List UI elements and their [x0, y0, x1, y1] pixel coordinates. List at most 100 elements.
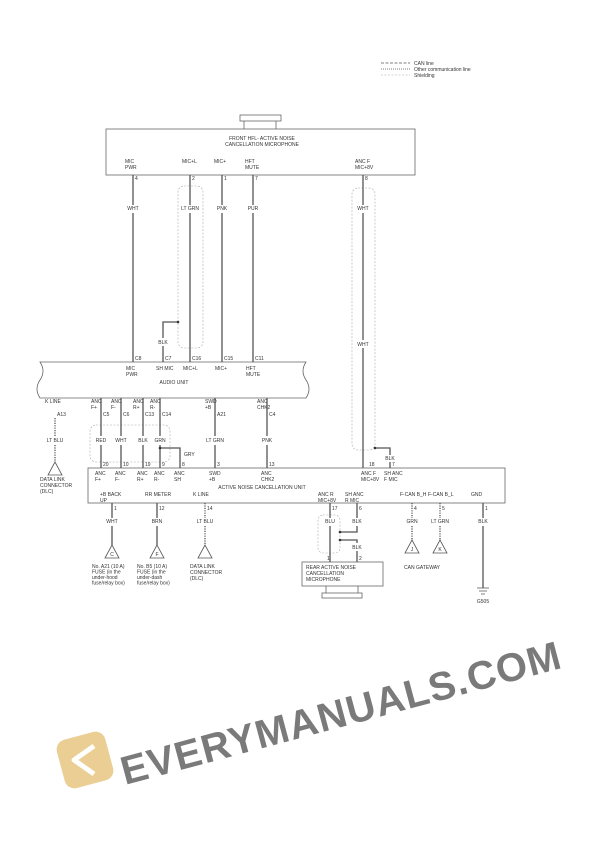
pin-number: 14	[207, 506, 213, 512]
pin-number: 5	[442, 506, 445, 512]
connector-letter: J	[411, 547, 414, 553]
pin-number: 3	[217, 462, 220, 468]
junction-dot	[338, 530, 342, 534]
wire-color: LT GRN	[206, 438, 224, 444]
pin-number: 4	[414, 506, 417, 512]
wire-color: PNK	[217, 206, 228, 212]
audio-unit	[36, 361, 310, 399]
pin-label: SH MIC	[156, 366, 174, 372]
pin-label: ANC	[91, 399, 102, 405]
pin-number: C6	[123, 412, 130, 418]
pin-label: MIC+L	[182, 159, 197, 165]
wire	[340, 539, 358, 543]
connector-triangle	[432, 539, 448, 554]
wire-color: BRN	[152, 519, 163, 525]
pin-label: ANC	[133, 399, 144, 405]
dlc-label: (DLC)	[190, 576, 204, 582]
pin-label: ANC	[95, 471, 106, 477]
pin-number: 9	[162, 462, 165, 468]
pin-label: F-	[111, 405, 116, 411]
pin-label: +B	[205, 405, 212, 411]
pin-label: R+	[133, 405, 140, 411]
pin-number: C13	[145, 412, 154, 418]
wire-color: BLK	[352, 519, 362, 525]
pin-label: SWD	[209, 471, 221, 477]
pin-label: HFT	[246, 366, 256, 372]
pin-label: ANC F	[355, 159, 370, 165]
junction-dot	[176, 320, 180, 324]
pin-label: SH	[174, 477, 181, 483]
wire	[160, 447, 181, 468]
pin-label: ANC	[154, 471, 165, 477]
pin-label: K LINE	[193, 492, 210, 498]
pin-number: 8	[182, 462, 185, 468]
pin-label: MIC+	[215, 366, 227, 372]
fuse-label: fuse/relay box)	[137, 581, 170, 587]
wire-color: BLK	[158, 340, 168, 346]
pin-number: A21	[217, 412, 226, 418]
pin-number: 19	[145, 462, 151, 468]
pin-label: ANC	[115, 471, 126, 477]
pin-label: MIC	[125, 159, 135, 165]
fuse-label: FUSE (in the	[92, 570, 121, 576]
fuse-label: under-hood	[92, 575, 118, 581]
pin-number: A13	[57, 412, 66, 418]
pin-label: SH ANC	[345, 492, 364, 498]
pin-label: R-	[150, 405, 156, 411]
wire-color: PUR	[248, 206, 259, 212]
pin-label: HFT	[245, 159, 255, 165]
watermark-logo	[56, 731, 114, 789]
pin-label: ANC	[257, 399, 268, 405]
pin-number: 1	[485, 506, 488, 512]
pin-number: 18	[369, 462, 375, 468]
pin-number: 7	[392, 462, 395, 468]
pin-number: 2	[359, 556, 362, 562]
wire-color: RED	[96, 438, 107, 444]
connector-triangle	[404, 539, 420, 554]
wire-color: BLK	[478, 519, 488, 525]
pin-number: 12	[159, 506, 165, 512]
pin-label: F-CAN B_H	[400, 492, 427, 498]
pin-label: ANC F	[361, 471, 376, 477]
watermark: EVERYMANUALS.COM	[116, 634, 566, 794]
pin-label: F-CAN B_L	[428, 492, 454, 498]
pin-label: R-	[154, 477, 160, 483]
pin-label: ANC	[137, 471, 148, 477]
pin-label: MIC+8V	[355, 165, 374, 171]
pin-label: MUTE	[246, 372, 261, 378]
pin-label: SWD	[205, 399, 217, 405]
connector-triangle	[149, 544, 165, 559]
pin-label: ANC	[150, 399, 161, 405]
shield	[317, 514, 341, 554]
junction-dot	[373, 446, 377, 450]
pin-label: F-	[115, 477, 120, 483]
legend-other: Other communication line	[414, 67, 471, 73]
pin-label: ANC R	[318, 492, 334, 498]
pin-number: 6	[359, 506, 362, 512]
fuse-label: FUSE (in the	[137, 570, 166, 576]
pin-label: MIC+	[214, 159, 226, 165]
pin-label: CHK2	[257, 405, 271, 411]
pin-number: 2	[192, 176, 195, 182]
wire	[162, 321, 178, 338]
anc-unit-title: ACTIVE NOISE CANCELLATION UNIT	[218, 485, 305, 491]
fuse-label: under-dash	[137, 575, 163, 581]
fuse-label: fuse/relay box)	[92, 581, 125, 587]
pin-number: 7	[255, 176, 258, 182]
pin-label: MIC	[126, 366, 136, 372]
connector-triangle	[47, 461, 63, 476]
wire-color: LT BLU	[197, 519, 214, 525]
wire-color: GRN	[406, 519, 418, 525]
wire-color: GRY	[184, 452, 195, 458]
pin-number: C8	[135, 356, 142, 362]
connector-triangle	[104, 544, 120, 559]
ground-label: G505	[477, 599, 489, 605]
pin-number: 1	[114, 506, 117, 512]
pin-label: RR METER	[145, 492, 172, 498]
pin-label: PWR	[126, 372, 138, 378]
audio-unit-title: AUDIO UNIT	[160, 380, 189, 386]
pin-number: C15	[224, 356, 233, 362]
pin-label: GND	[471, 492, 483, 498]
pin-number: C14	[162, 412, 171, 418]
pin-number: 10	[123, 462, 129, 468]
